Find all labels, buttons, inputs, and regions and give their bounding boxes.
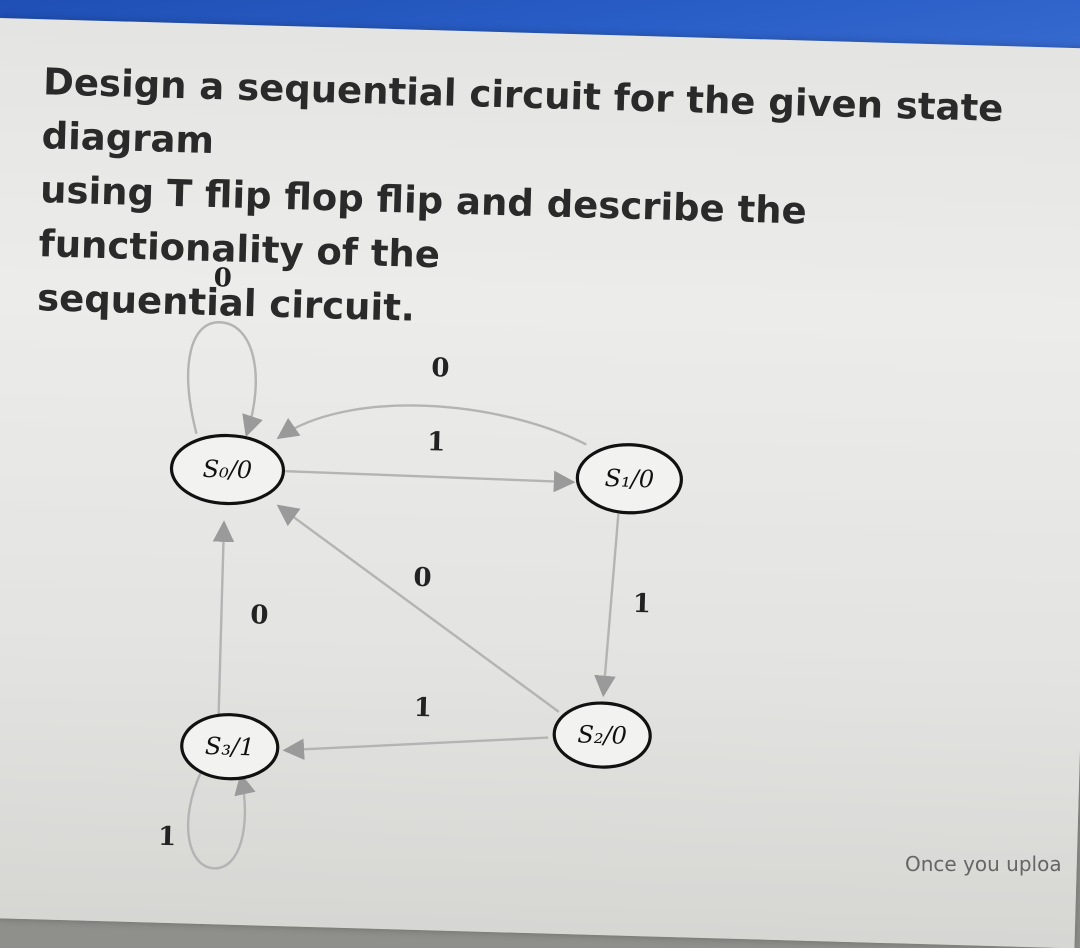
- label-s3-to-s0: 0: [250, 600, 269, 630]
- svg-text:S₃/1: S₃/1: [205, 732, 255, 761]
- upload-hint-text: Once you uploa: [905, 852, 1062, 876]
- edge-s3-to-s0: [212, 520, 235, 719]
- edge-s1-to-s2: [594, 513, 620, 698]
- edge-s3-self: [186, 771, 256, 870]
- edge-s0-to-s1: [285, 469, 576, 493]
- svg-text:S₀/0: S₀/0: [202, 455, 252, 484]
- state-diagram: S₀/0 S₁/0 S₂/0 S₃/1 0 0 1 0 1 0 1 1: [158, 263, 683, 870]
- edge-s2-to-s3: [282, 736, 549, 761]
- label-s1-to-s0: 0: [431, 353, 450, 383]
- question-panel: Design a sequential circuit for the give…: [0, 18, 1080, 948]
- svg-text:S₂/0: S₂/0: [577, 720, 627, 749]
- state-s0: S₀/0: [169, 433, 286, 506]
- state-s1: S₁/0: [575, 443, 683, 515]
- edge-s0-self: [187, 321, 263, 438]
- label-s0-self: 0: [213, 263, 232, 293]
- label-s1-to-s2: 1: [632, 589, 651, 619]
- edge-s2-to-s0: [276, 504, 560, 713]
- edge-s1-to-s0: [276, 404, 587, 446]
- svg-text:S₁/0: S₁/0: [604, 464, 654, 493]
- label-s2-to-s3: 1: [413, 693, 432, 723]
- label-s2-to-s0: 0: [413, 563, 432, 593]
- label-s0-to-s1: 1: [427, 427, 446, 457]
- label-s3-self: 1: [158, 822, 177, 852]
- state-s2: S₂/0: [552, 701, 652, 769]
- state-s3: S₃/1: [180, 713, 280, 781]
